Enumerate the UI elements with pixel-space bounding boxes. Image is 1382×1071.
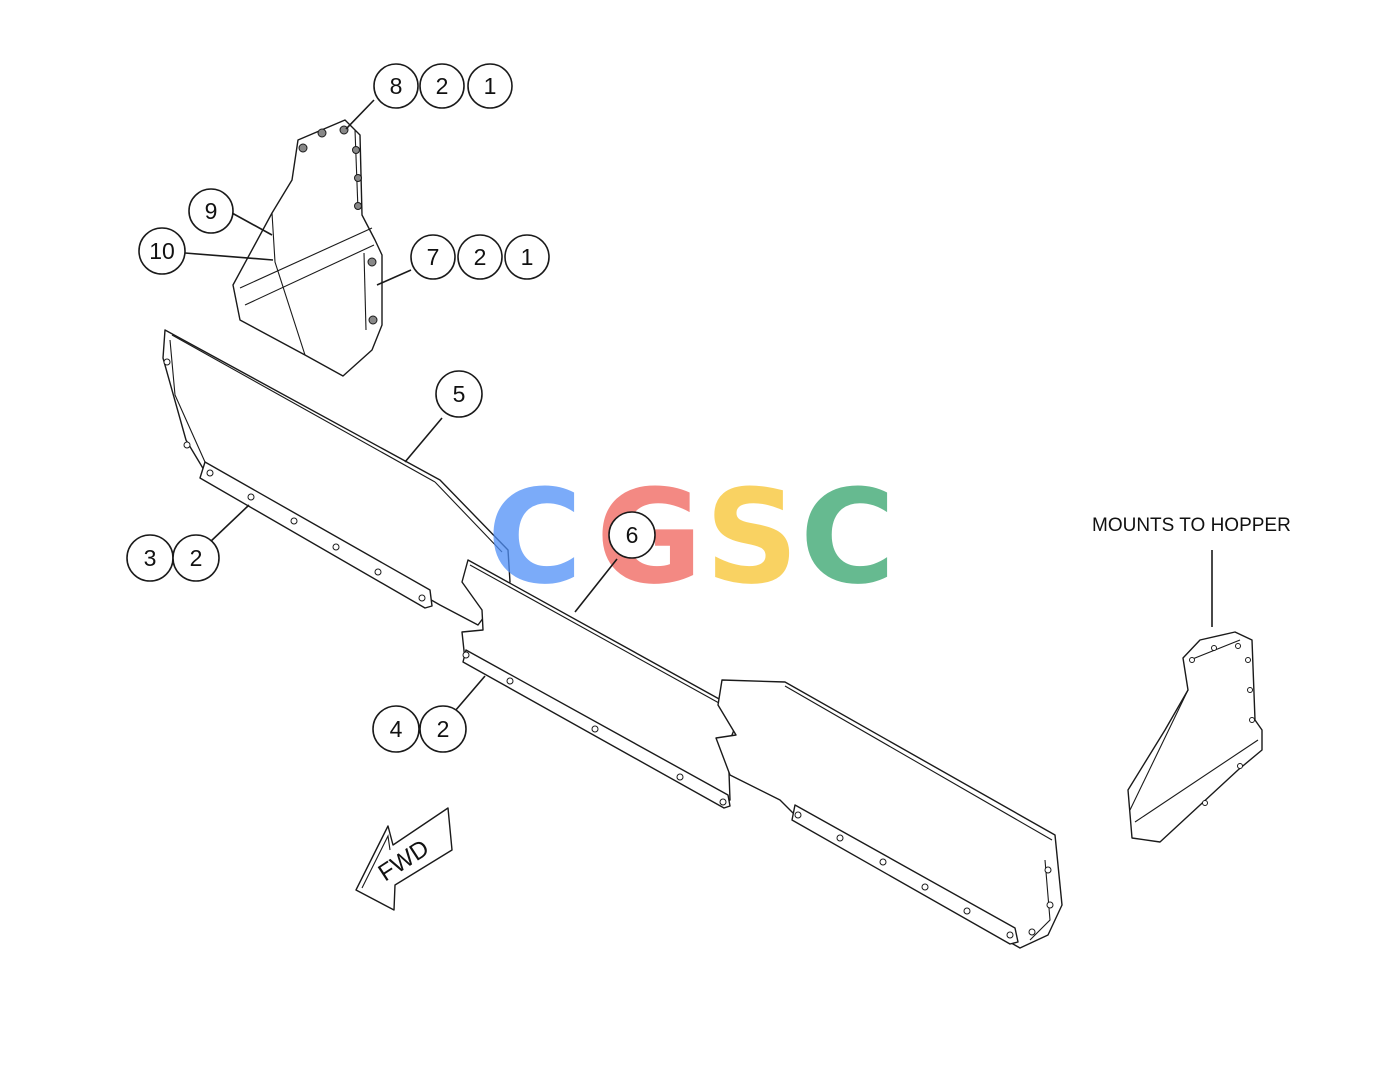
callout-qty-2: 2 — [474, 244, 487, 270]
fwd-arrow-icon: FWD — [355, 807, 453, 911]
callout-item-10: 10 — [149, 238, 175, 264]
callout-item-4: 4 — [390, 716, 403, 742]
callout-qty-2: 2 — [436, 73, 449, 99]
callout-10: 10 — [138, 227, 186, 275]
callout-item-7: 7 — [427, 244, 440, 270]
callout-item-6: 6 — [626, 522, 639, 548]
watermark-letter-4: C — [800, 461, 895, 613]
callout-qty-1: 1 — [521, 244, 534, 270]
callout-7-2-1: 7 2 1 — [410, 234, 550, 280]
callout-item-9: 9 — [205, 198, 218, 224]
callout-item-5: 5 — [453, 381, 466, 407]
callout-qty-1: 1 — [484, 73, 497, 99]
hopper-bracket — [1127, 631, 1263, 843]
callout-6: 6 — [608, 511, 656, 559]
callout-4-2: 4 2 — [372, 705, 467, 753]
panel-right — [715, 679, 1063, 949]
callout-qty-2: 2 — [437, 716, 450, 742]
watermark-letter-3: S — [705, 461, 799, 613]
panel-center — [461, 559, 739, 809]
callout-8-2-1: 8 2 1 — [373, 63, 513, 109]
callout-3-2: 3 2 — [126, 534, 220, 582]
callout-item-3: 3 — [144, 545, 157, 571]
callout-item-8: 8 — [390, 73, 403, 99]
leader-lines — [184, 99, 1213, 712]
callout-qty-2: 2 — [190, 545, 203, 571]
callout-5: 5 — [435, 370, 483, 418]
bracket-assembly — [232, 119, 383, 377]
watermark-letter-1: C — [487, 461, 582, 613]
callout-9: 9 — [188, 188, 234, 234]
panel-left — [162, 329, 511, 626]
watermark: C G S C — [487, 461, 895, 613]
mounts-to-hopper-note: MOUNTS TO HOPPER — [1092, 515, 1291, 536]
